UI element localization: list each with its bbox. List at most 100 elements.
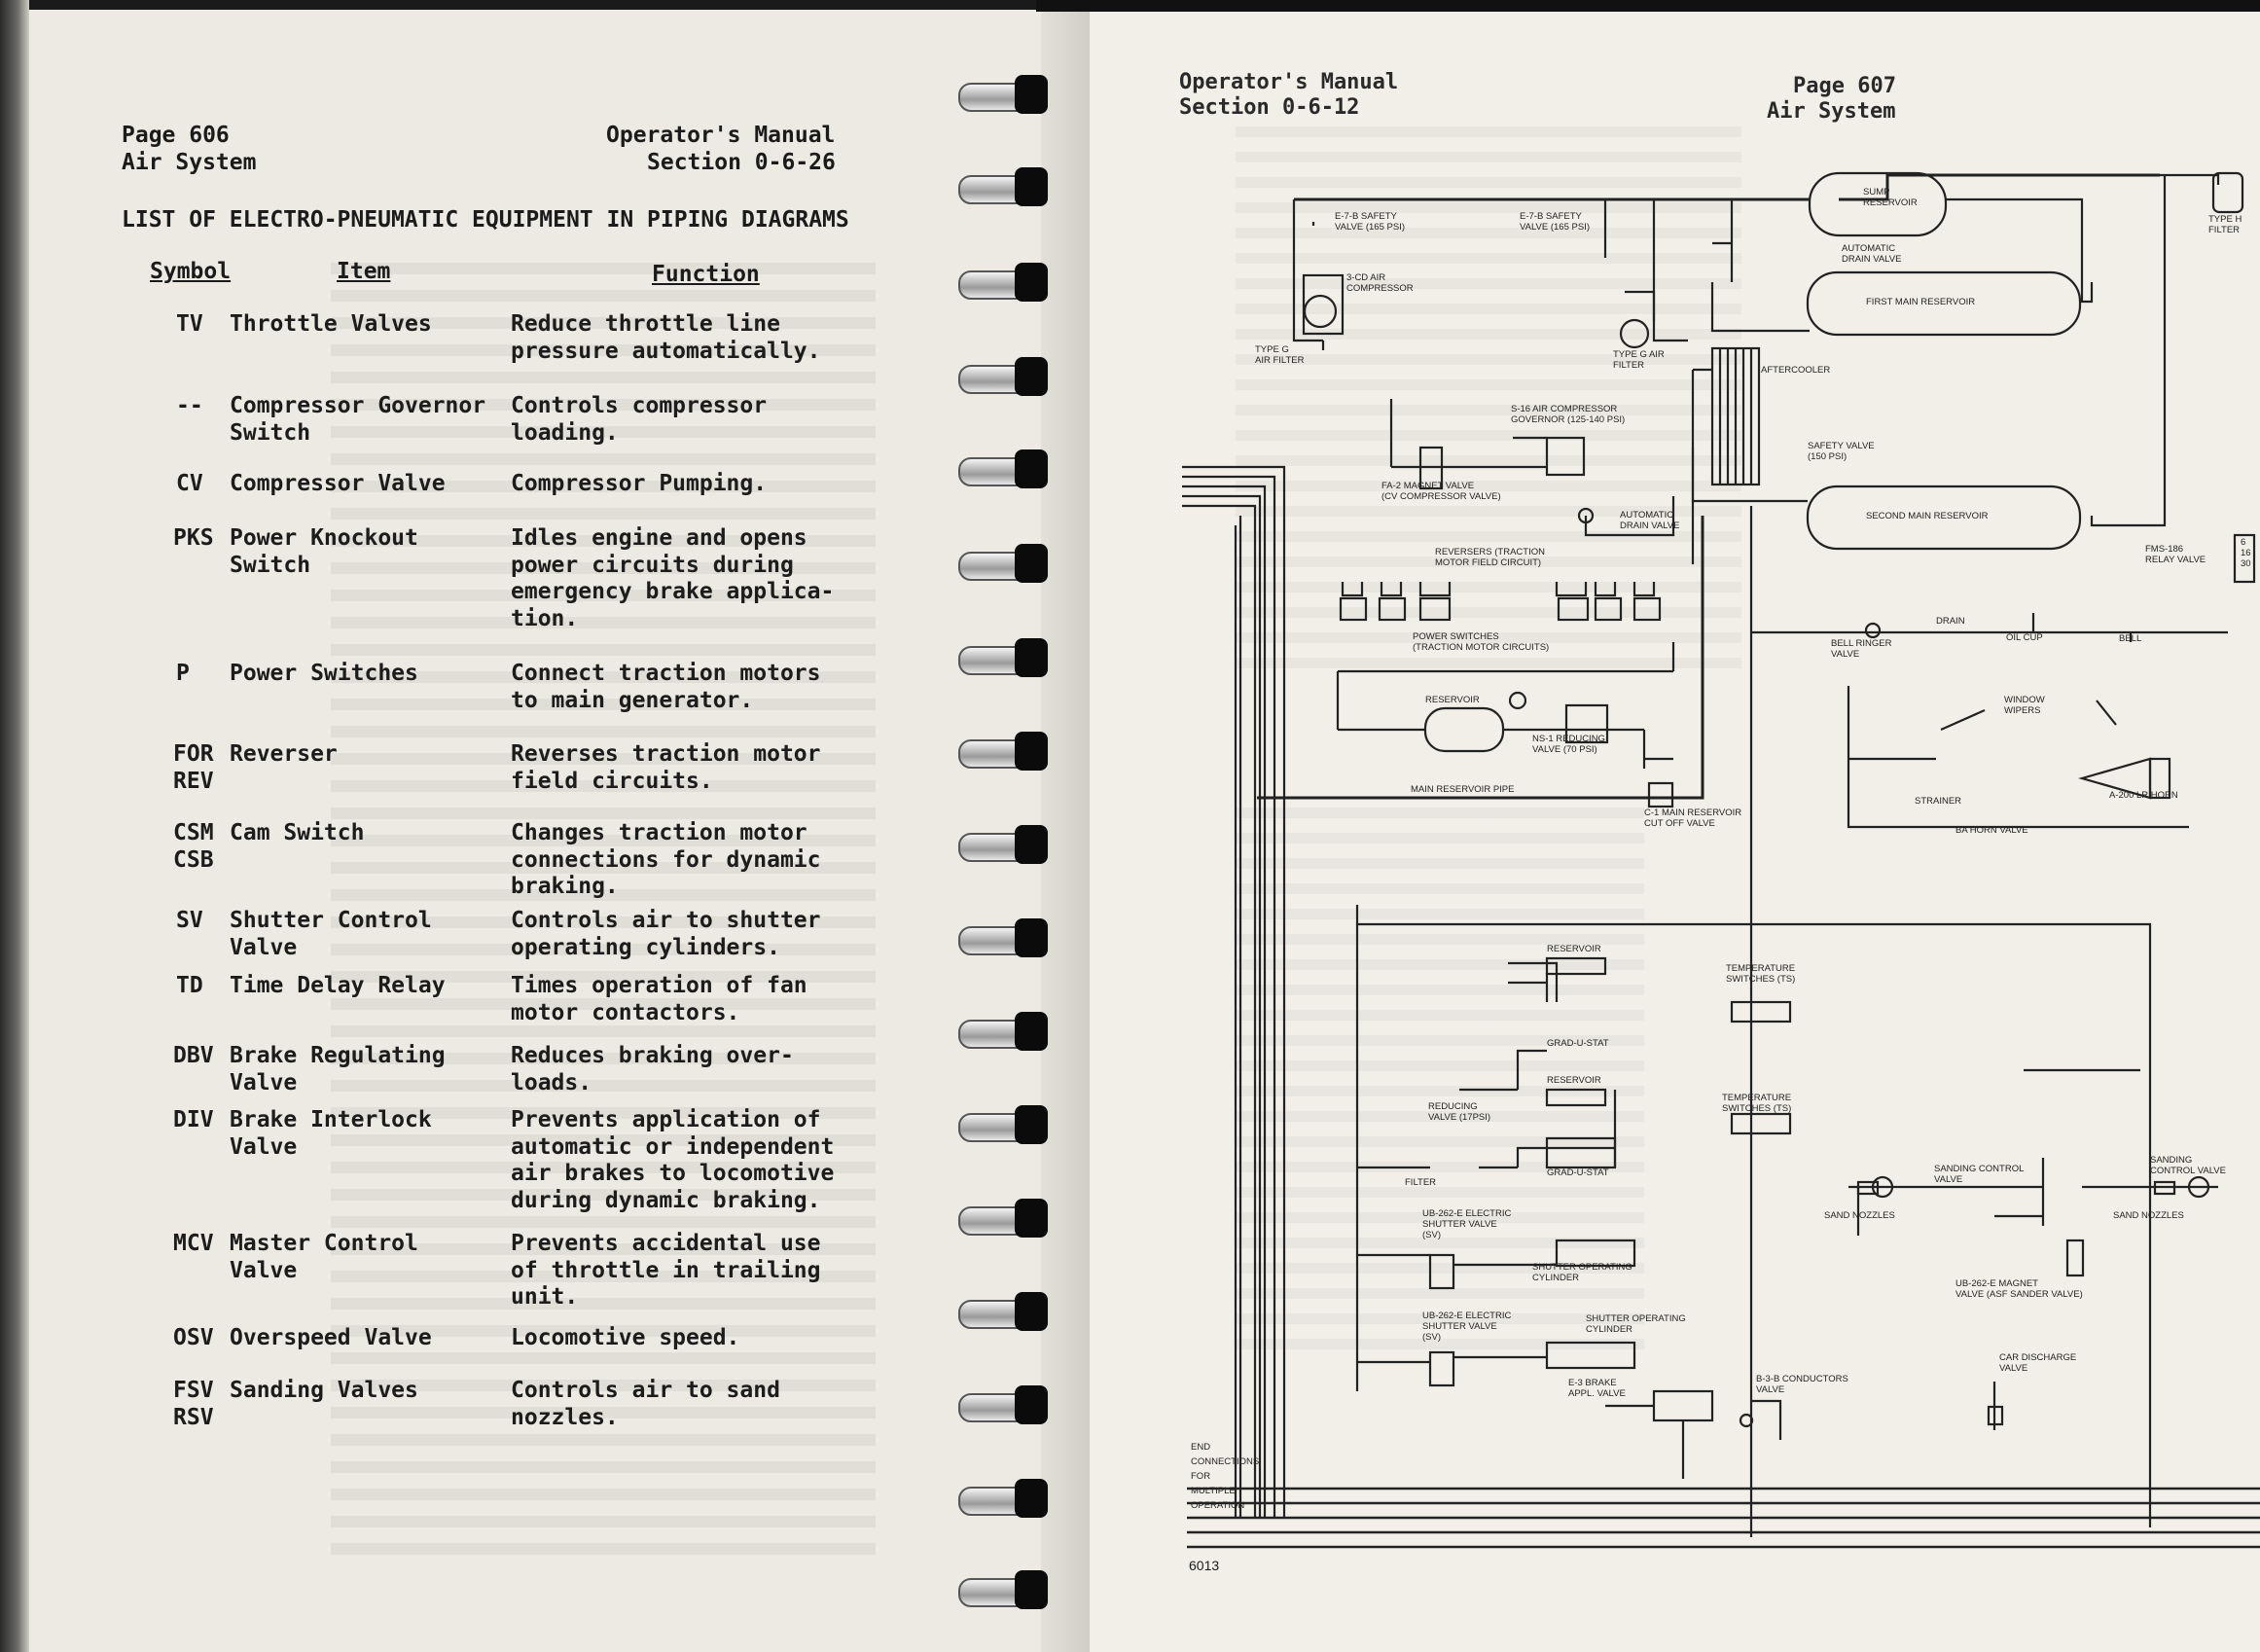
diagram-label-end5: OPERATION bbox=[1191, 1500, 1244, 1511]
diagram-label-reservoir1: RESERVOIR bbox=[1425, 695, 1480, 705]
row-function: Idles engine and opens power circuits du… bbox=[511, 525, 835, 631]
diagram-label-safety150: SAFETY VALVE(150 PSI) bbox=[1808, 441, 1875, 462]
label-line: VALVE (17PSI) bbox=[1428, 1112, 1490, 1123]
section-number-left: Section 0-6-26 bbox=[647, 150, 836, 175]
page-number-right: Page 607 bbox=[1793, 74, 1896, 98]
label-line: TYPE H bbox=[2208, 214, 2242, 225]
label-line: DRAIN bbox=[1936, 616, 1965, 627]
label-line: SAND NOZZLES bbox=[2113, 1210, 2184, 1221]
label-line: FILTER bbox=[1405, 1177, 1436, 1188]
diagram-label-second-res: SECOND MAIN RESERVOIR bbox=[1866, 511, 1989, 521]
label-line: SHUTTER OPERATING bbox=[1586, 1313, 1686, 1324]
binding-coil bbox=[958, 261, 1056, 304]
label-line: STRAINER bbox=[1915, 796, 1961, 807]
row-symbol: -- bbox=[176, 393, 203, 418]
row-symbol: OSV bbox=[173, 1325, 214, 1350]
label-line: C-1 MAIN RESERVOIR bbox=[1644, 808, 1741, 818]
label-line: RELAY VALVE bbox=[2145, 555, 2206, 565]
diagram-label-end1: END bbox=[1191, 1442, 1210, 1453]
punch-hole bbox=[1015, 1012, 1048, 1051]
binding-coil bbox=[958, 1010, 1056, 1053]
label-line: MULTIPLE bbox=[1191, 1486, 1236, 1496]
label-line: (TRACTION MOTOR CIRCUITS) bbox=[1413, 642, 1549, 653]
label-line: SUMP bbox=[1863, 187, 1889, 198]
diagram-label-strainer: STRAINER bbox=[1915, 796, 1961, 807]
row-item: Shutter Control Valve bbox=[230, 908, 432, 960]
label-line: POWER SWITCHES bbox=[1413, 631, 1499, 642]
punch-hole bbox=[1015, 357, 1048, 396]
label-line: UB-262-E ELECTRIC bbox=[1422, 1208, 1511, 1219]
binding-coil bbox=[958, 1568, 1056, 1611]
label-line: VALVE (ASF SANDER VALVE) bbox=[1955, 1289, 2083, 1300]
binding-coil bbox=[958, 73, 1056, 116]
label-line: COMPRESSOR bbox=[1346, 283, 1414, 294]
label-line: SAFETY VALVE bbox=[1808, 441, 1875, 451]
punch-hole bbox=[1015, 263, 1048, 302]
label-line: S-16 AIR COMPRESSOR bbox=[1511, 404, 1617, 414]
row-function: Changes traction motor connections for d… bbox=[511, 820, 821, 899]
label-line: TYPE G AIR bbox=[1613, 349, 1665, 360]
label-line: CONTROL VALVE bbox=[2150, 1166, 2226, 1176]
label-line: VALVE bbox=[1934, 1174, 1962, 1185]
manual-name-left: Operator's Manual bbox=[606, 123, 836, 148]
label-line: (SV) bbox=[1422, 1332, 1441, 1343]
label-line: SANDING bbox=[2150, 1155, 2192, 1166]
binding-coil bbox=[958, 1290, 1056, 1333]
binding-coil bbox=[958, 355, 1056, 398]
label-line: REDUCING bbox=[1428, 1101, 1478, 1112]
column-symbol: Symbol bbox=[150, 259, 232, 284]
row-item: Overspeed Valve bbox=[230, 1325, 432, 1350]
label-line: (CV COMPRESSOR VALVE) bbox=[1381, 491, 1501, 502]
binding-edge-left bbox=[0, 0, 29, 1652]
row-item: Compressor Governor Switch bbox=[230, 393, 486, 446]
manual-name-right: Operator's Manual bbox=[1179, 70, 1399, 94]
row-function: Locomotive speed. bbox=[511, 1325, 740, 1350]
label-line: CUT OFF VALVE bbox=[1644, 818, 1715, 829]
punch-hole bbox=[1015, 1105, 1048, 1144]
label-line: CONNECTIONS bbox=[1191, 1456, 1259, 1467]
diagram-label-drain: DRAIN bbox=[1936, 616, 1965, 627]
row-item: Compressor Valve bbox=[230, 471, 446, 496]
label-line: SHUTTER VALVE bbox=[1422, 1321, 1497, 1332]
punch-hole bbox=[1015, 544, 1048, 583]
row-item: Sanding Valves bbox=[230, 1378, 418, 1403]
row-symbol: P bbox=[176, 661, 190, 686]
diagram-label-end2: CONNECTIONS bbox=[1191, 1456, 1259, 1467]
diagram-label-end4: MULTIPLE bbox=[1191, 1486, 1236, 1496]
label-line: OPERATION bbox=[1191, 1500, 1244, 1511]
label-line: 16 bbox=[2241, 548, 2251, 558]
punch-hole bbox=[1015, 167, 1048, 206]
label-line: CYLINDER bbox=[1586, 1324, 1632, 1335]
section-name-right: Air System bbox=[1767, 99, 1896, 124]
label-line: VALVE bbox=[1999, 1363, 2027, 1374]
label-line: GRAD-U-STAT bbox=[1547, 1038, 1609, 1049]
label-line: AFTERCOOLER bbox=[1761, 365, 1830, 376]
label-line: BELL RINGER bbox=[1831, 638, 1892, 649]
label-line: FILTER bbox=[1613, 360, 1644, 371]
punch-hole bbox=[1015, 825, 1048, 864]
label-line: MOTOR FIELD CIRCUIT) bbox=[1435, 557, 1541, 568]
label-line: WINDOW bbox=[2004, 695, 2045, 705]
label-line: FIRST MAIN RESERVOIR bbox=[1866, 297, 1975, 307]
label-line: (150 PSI) bbox=[1808, 451, 1847, 462]
punch-hole bbox=[1015, 1292, 1048, 1331]
column-item: Item bbox=[337, 259, 391, 284]
punch-hole bbox=[1015, 1199, 1048, 1238]
diagram-label-bell: BELL bbox=[2119, 633, 2141, 644]
binding-coil bbox=[958, 1477, 1056, 1520]
